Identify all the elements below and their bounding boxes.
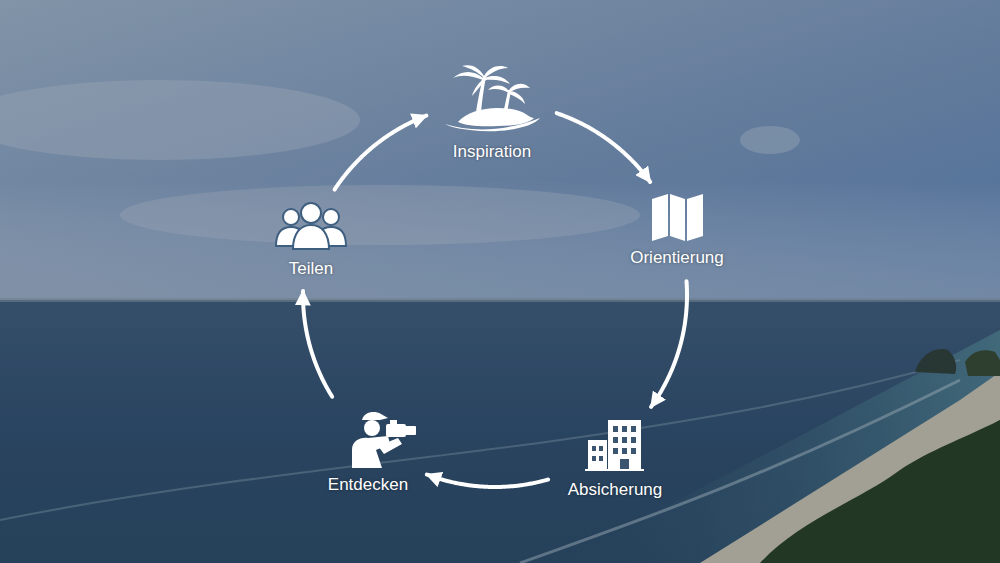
palm-island-icon: [445, 65, 540, 131]
step-label: Entdecken: [328, 475, 408, 495]
people-icon: [276, 203, 346, 249]
cycle-step: Entdecken: [320, 408, 416, 497]
step-label: Orientierung: [630, 248, 724, 268]
photographer-icon: [352, 412, 416, 468]
cycle-step: Inspiration: [438, 64, 546, 164]
cycle-arrow: [303, 291, 332, 397]
step-label: Teilen: [289, 259, 333, 279]
cycle-arrow: [427, 475, 548, 487]
building-icon: [585, 420, 644, 471]
step-label: Absicherung: [568, 480, 663, 500]
cycle-arrow: [557, 113, 651, 182]
cycle-arrow: [651, 281, 687, 407]
cycle-step: Absicherung: [560, 418, 671, 502]
cycle-step: Orientierung: [622, 192, 732, 270]
step-label: Inspiration: [453, 142, 531, 162]
cycle-step: Teilen: [269, 201, 353, 281]
map-icon: [652, 194, 703, 241]
cycle-arrow: [335, 116, 427, 190]
